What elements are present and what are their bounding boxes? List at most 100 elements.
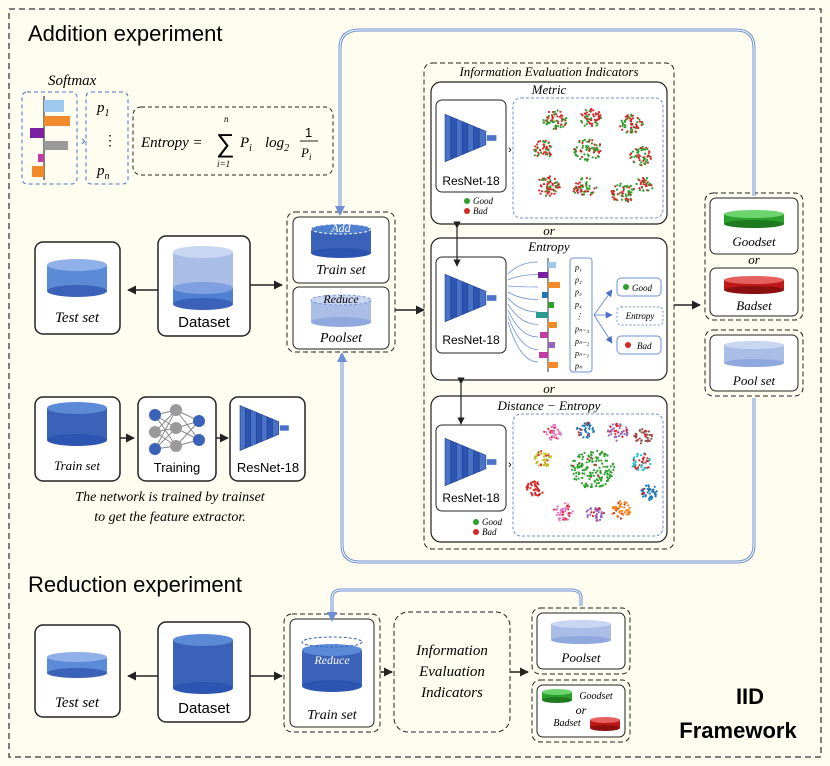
dataset-cylinder [173, 246, 233, 310]
scatter-point [576, 188, 580, 191]
scatter-point [587, 113, 591, 116]
scatter-point [625, 195, 628, 198]
scatter-point [644, 179, 648, 182]
entropy-prob-list [569, 257, 593, 373]
scatter-point [612, 507, 615, 510]
scatter-point [545, 433, 549, 436]
scatter-point [595, 516, 598, 519]
scatter-point [638, 464, 641, 467]
scatter-point [636, 438, 639, 442]
scatter-point [549, 179, 552, 182]
scatter-point [531, 494, 534, 497]
scatter-point [649, 155, 652, 158]
scatter-point [558, 513, 561, 516]
scatter-point [554, 424, 557, 427]
scatter-point [594, 471, 598, 474]
scatter-point [579, 431, 582, 435]
scatter-point [547, 142, 550, 145]
scatter-point [612, 468, 615, 471]
scatter-point [596, 469, 599, 472]
scatter-point [641, 121, 644, 124]
scatter-point [581, 144, 585, 147]
scatter-point [589, 471, 592, 474]
scatter-point [635, 149, 639, 152]
softmax-bar [44, 100, 64, 112]
scatter-point [617, 501, 620, 505]
scatter-point [624, 199, 628, 202]
scatter-point [590, 107, 593, 111]
scatter-point [531, 481, 535, 484]
sum-bottom: i=1 [217, 159, 230, 169]
scatter-point [623, 506, 626, 509]
scatter-point [648, 459, 651, 462]
scatter-point [534, 145, 537, 148]
scatter-point [621, 123, 625, 126]
scatter-point [640, 431, 643, 434]
scatter-point [593, 187, 596, 190]
scatter-point [630, 198, 633, 201]
scatter-point [618, 434, 621, 437]
resnet-icon [444, 437, 497, 487]
scatter-point [644, 439, 647, 442]
scatter-point [581, 476, 584, 479]
scatter-point [596, 449, 599, 452]
softmax-bar [38, 154, 44, 162]
scatter-point [622, 189, 625, 192]
resnet-icon [444, 273, 497, 323]
scatter-point [583, 472, 586, 475]
scatter-point [577, 473, 580, 476]
scatter-point [625, 434, 628, 437]
scatter-point [627, 194, 630, 197]
scatter-point [579, 184, 582, 187]
scatter-point [598, 115, 601, 118]
scatter-point [583, 451, 586, 454]
scatter-point [631, 465, 634, 468]
scatter-point [597, 459, 600, 462]
entropy-title: Entropy [527, 239, 570, 254]
scatter-point [590, 192, 594, 195]
scatter-point [637, 126, 640, 129]
scatter-point [599, 472, 602, 475]
scatter-point [621, 435, 624, 438]
add-label: Add [330, 221, 351, 235]
scatter-point [536, 461, 539, 464]
scatter-point [589, 193, 592, 196]
scatter-point [627, 508, 630, 511]
pool-set-label: Pool set [732, 373, 776, 388]
red-badset-cylinder [590, 717, 620, 731]
scatter-point [554, 124, 557, 127]
scatter-point [607, 478, 610, 481]
scatter-point [626, 431, 629, 434]
scatter-point [574, 182, 578, 185]
red-train-set-label: Train set [307, 708, 358, 723]
scatter-point [608, 476, 611, 479]
scatter-point [548, 155, 551, 158]
scatter-point [593, 143, 596, 146]
scatter-point [555, 514, 558, 517]
scatter-point [655, 490, 658, 493]
scatter-point [537, 464, 540, 467]
scatter-point [579, 190, 582, 193]
scatter-point [573, 477, 576, 480]
scatter-point [645, 484, 648, 487]
scatter-point [547, 427, 550, 430]
scatter-point [580, 482, 584, 485]
scatter-point [547, 115, 551, 118]
scatter-point [611, 423, 614, 426]
svg-text:›: › [508, 144, 512, 156]
scatter-point [629, 153, 632, 156]
scatter-point [585, 181, 588, 184]
bad-button-label: Bad [637, 341, 652, 351]
scatter-point [651, 496, 654, 499]
de-legend-bad: Bad [482, 527, 497, 537]
distance-entropy-title: Distance − Entropy [497, 398, 601, 413]
scatter-point [628, 186, 631, 189]
scatter-point [597, 155, 600, 158]
scatter-point [551, 184, 554, 187]
scatter-point [592, 511, 596, 514]
good-button-label: Good [632, 283, 652, 293]
scatter-point [546, 190, 549, 193]
scatter-point [614, 185, 617, 188]
scatter-point [536, 146, 539, 149]
scatter-point [568, 511, 571, 515]
